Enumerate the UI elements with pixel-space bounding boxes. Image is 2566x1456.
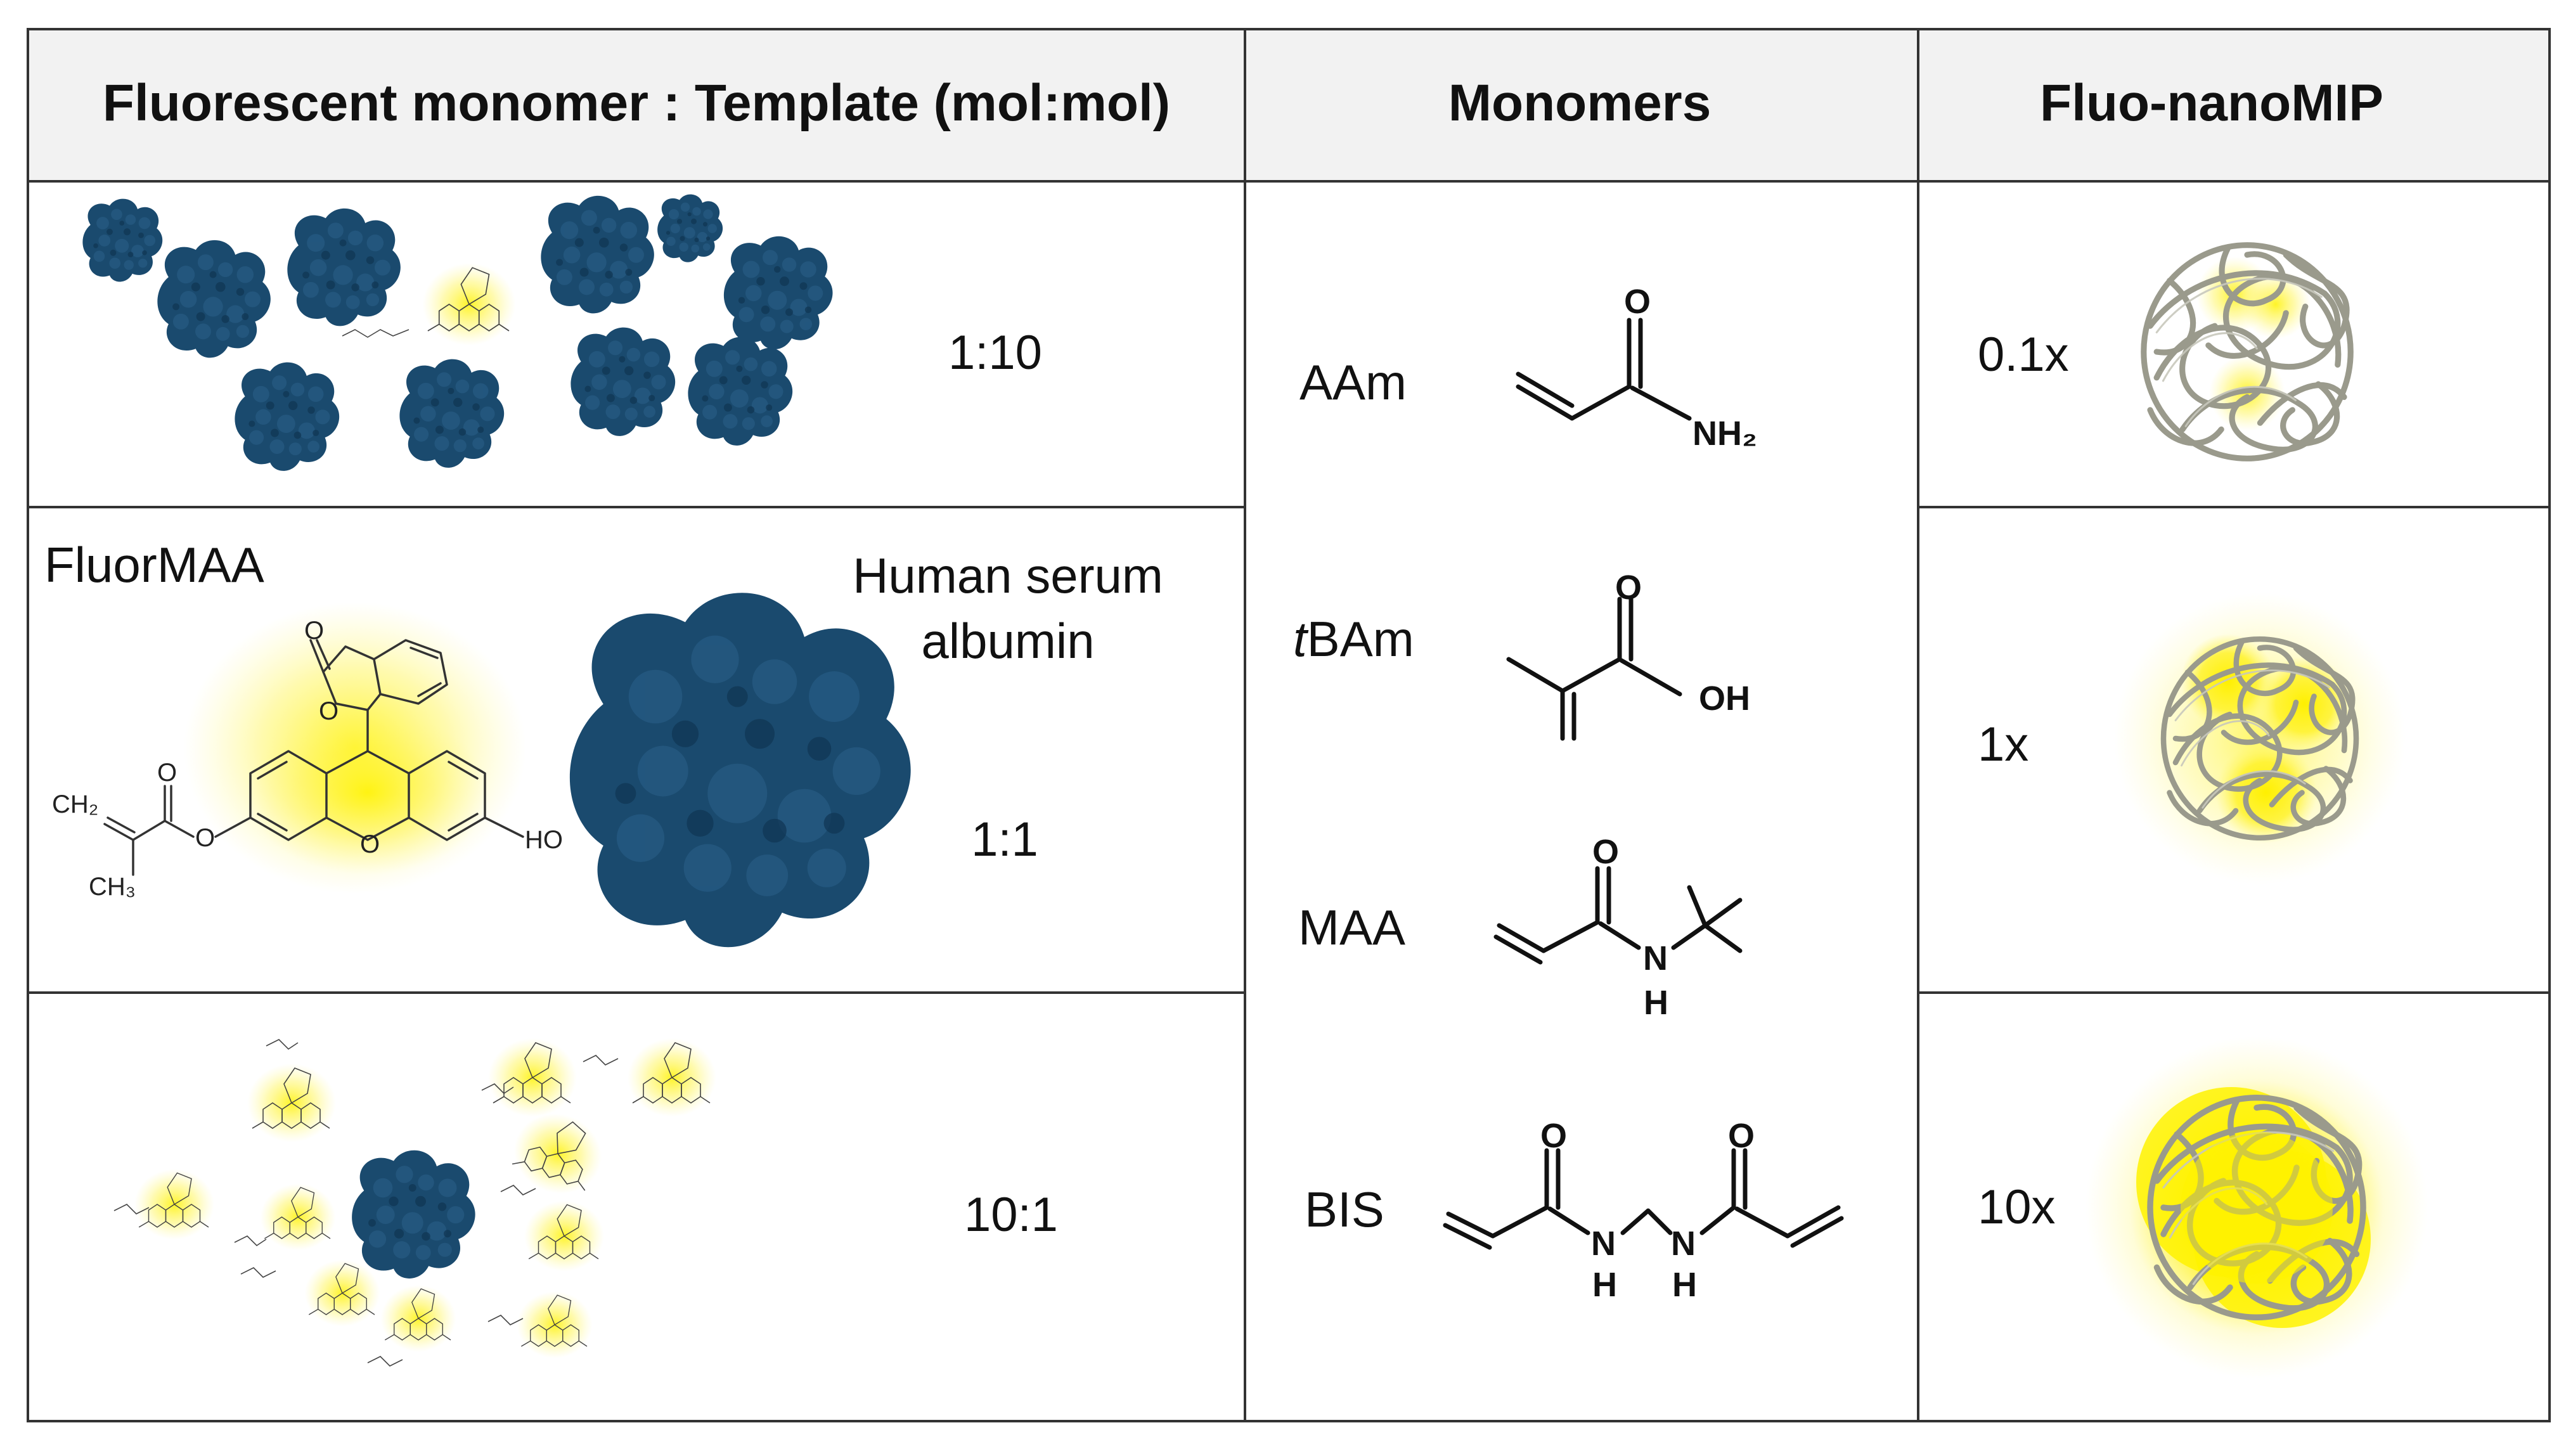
protein-surface-icon (569, 593, 911, 948)
row3-fold-label: 10x (1978, 1180, 2056, 1234)
atom-o: O (1728, 1117, 1755, 1155)
protein-surface-icon (82, 198, 163, 282)
fluorescein-molecule-icon (259, 1183, 337, 1251)
methacrylate-tail (342, 329, 409, 338)
protein-surface-icon (235, 362, 340, 471)
fluorescein-molecule-icon (487, 1038, 577, 1118)
atom-nh2: NH₂ (1692, 415, 1757, 453)
fluorescein-molecule-icon (380, 1284, 457, 1353)
polymer-coil-sphere-icon (2114, 593, 2406, 884)
protein-surface-icon (287, 208, 401, 326)
fluormaa-label: FluorMAA (44, 537, 264, 593)
header-nanomip: Fluo-nanoMIP (2040, 74, 2383, 132)
row1-ratio-label: 1:10 (948, 326, 1042, 380)
atom-h: H (1592, 1266, 1617, 1304)
atom-ho: HO (525, 826, 563, 854)
fluorescein-molecule-icon (502, 1100, 614, 1207)
header-ratio: Fluorescent monomer : Template (mol:mol) (103, 74, 1170, 132)
bis-structure: O O N H N H (1443, 1117, 1844, 1304)
atom-o: O (1592, 833, 1619, 871)
fluorescein-molecule-icon (516, 1291, 593, 1359)
atom-h: H (1672, 1266, 1697, 1304)
atom-n: N (1671, 1225, 1696, 1263)
header-monomers: Monomers (1448, 74, 1712, 132)
atom-n: N (1643, 939, 1668, 977)
atom-o: O (1540, 1117, 1567, 1155)
row3-ratio-illustration (113, 1038, 717, 1367)
row2-fold-label: 1x (1978, 718, 2028, 771)
atom-o: O (360, 830, 380, 858)
atom-ch2: CH₂ (52, 790, 98, 818)
row1-fold-label: 0.1x (1978, 328, 2069, 382)
maa-structure: O N H (1493, 833, 1743, 1022)
row1-ratio-illustration (82, 194, 833, 471)
monomer-name-tbam: tBAm (1293, 611, 1414, 667)
fluorescein-molecule-icon (627, 1038, 717, 1118)
template-name-line2: albumin (921, 613, 1094, 669)
monomer-name-bis: BIS (1305, 1182, 1384, 1237)
fluorescein-molecule-icon (422, 262, 517, 346)
header-cell-monomers-bg (1245, 29, 1918, 181)
header-cell-ratio-bg (28, 29, 1245, 181)
atom-ch3: CH₃ (89, 873, 136, 901)
fluormaa-structure: O O O O O HO CH₂ CH₃ (52, 602, 563, 901)
atom-o: O (1624, 283, 1651, 321)
atom-o: O (195, 824, 215, 852)
protein-surface-icon (723, 236, 833, 350)
atom-oh: OH (1699, 680, 1750, 718)
fluorescein-molecule-icon (304, 1259, 381, 1327)
fluorescein-molecule-icon (134, 1168, 215, 1240)
protein-surface-icon (571, 327, 676, 436)
polymer-coil-sphere-icon (2086, 1036, 2428, 1379)
atom-o: O (319, 697, 338, 725)
fluorescein-molecule-icon (247, 1063, 337, 1143)
protein-surface-icon (157, 240, 271, 358)
row3-ratio-label: 10:1 (964, 1188, 1058, 1242)
atom-h: H (1644, 984, 1668, 1022)
protein-surface-icon (399, 359, 505, 468)
aam-structure: O NH₂ (1516, 283, 1757, 453)
template-name-line1: Human serum (853, 548, 1163, 603)
protein-surface-icon (541, 195, 654, 314)
atom-n: N (1591, 1225, 1616, 1263)
polymer-coil-sphere-icon (2144, 245, 2350, 459)
tbam-structure: O OH (1506, 569, 1750, 741)
protein-surface-icon (352, 1150, 475, 1279)
protein-surface-icon (688, 337, 793, 446)
atom-o: O (304, 617, 324, 645)
monomer-name-aam: AAm (1299, 354, 1407, 410)
atom-o: O (1615, 569, 1642, 607)
monomer-name-maa: MAA (1298, 899, 1405, 955)
table-grid (27, 28, 2551, 1422)
fluorescein-molecule-icon (524, 1200, 605, 1272)
atom-o: O (157, 759, 177, 787)
header-cell-nanomip-bg (1918, 29, 2550, 181)
protein-surface-icon (657, 194, 723, 262)
row2-ratio-label: 1:1 (971, 813, 1038, 867)
